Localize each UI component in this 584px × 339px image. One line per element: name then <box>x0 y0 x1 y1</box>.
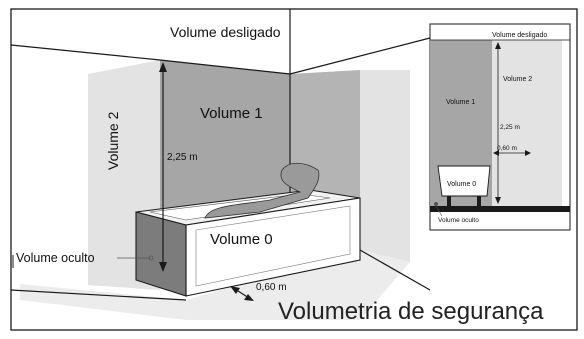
height-label: 2,25 m <box>167 152 198 163</box>
volume-oculto-label: Volume oculto <box>16 251 95 265</box>
height-arrow-top <box>159 62 167 72</box>
inset-volume-1-label: Volume 1 <box>446 99 476 106</box>
inset-width-label: 0,60 m <box>497 145 517 152</box>
inset-volume-2 <box>492 40 562 208</box>
inset-tub-foot-left <box>447 196 451 206</box>
volume-2-label: Volume 2 <box>105 111 121 170</box>
inset-width-arrow-end <box>525 150 531 156</box>
inset-volume-oculto-label: Volume oculto <box>438 217 479 224</box>
floor-right-line <box>359 249 431 291</box>
diagram-frame <box>10 8 578 331</box>
floor-left-line <box>10 289 187 301</box>
volume-oculto-marker <box>148 255 154 261</box>
wall-top-right-line <box>289 37 431 75</box>
width-label: 0,60 m <box>256 282 287 293</box>
volume-0-inner-outline <box>195 205 351 287</box>
inset-volume-0-label: Volume 0 <box>447 181 477 188</box>
volume-2-right-zone <box>360 70 410 262</box>
height-arrow-bottom <box>159 262 167 272</box>
inset-volume-2-label: Volume 2 <box>503 76 533 83</box>
inset-floor <box>430 206 570 212</box>
wall-top-line <box>159 59 291 75</box>
inset-oculto-leader <box>435 205 443 217</box>
inset-height-arrow-bottom <box>495 197 501 204</box>
diagram-title: Volumetria de segurança <box>278 298 544 325</box>
person-figure <box>204 162 320 219</box>
width-arrow-start <box>230 286 240 294</box>
volume-0-label: Volume 0 <box>210 231 273 248</box>
width-arrow-end <box>244 294 254 301</box>
inset-height-label: 2,25 m <box>500 124 520 131</box>
volume-desligado-label: Volume desligado <box>170 24 281 40</box>
inset-height-arrow-top <box>495 42 501 49</box>
volume-0-side <box>135 211 187 297</box>
wall-top-left-line <box>10 44 161 61</box>
inset-volume-desligado-label: Volume desligado <box>492 32 548 39</box>
inset-oculto-marker <box>434 202 438 206</box>
volume-1-back-wall <box>160 60 290 212</box>
inset-bathtub <box>437 165 491 197</box>
volume-1-label: Volume 1 <box>200 105 263 122</box>
inset-tub-foot-right <box>477 196 481 206</box>
inset-width-arrow-start <box>493 150 499 156</box>
